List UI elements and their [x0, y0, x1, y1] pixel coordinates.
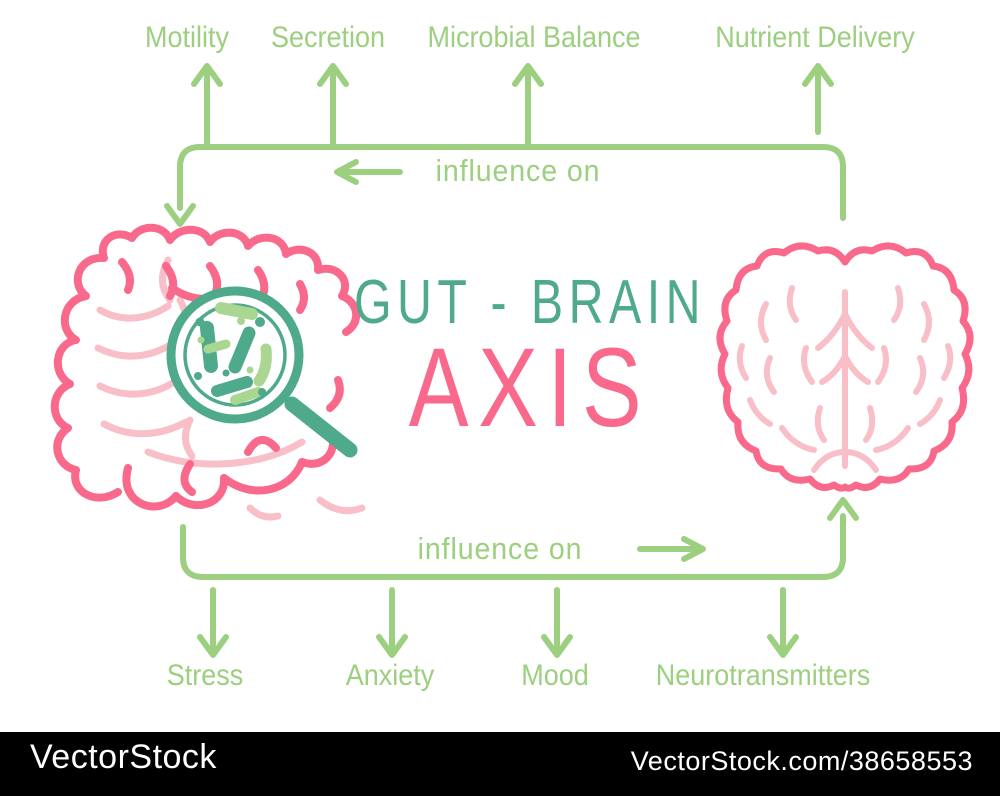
- watermark-bar: [0, 732, 1000, 796]
- label-microbial-balance: Microbial Balance: [427, 21, 641, 54]
- influence-on-bottom-label: influence on: [417, 531, 583, 566]
- magnifier-icon: [166, 286, 358, 458]
- influence-right-arrow-icon: [637, 536, 706, 562]
- label-neurotransmitters: Neurotransmitters: [655, 659, 871, 692]
- arrow-up-secretion-icon: [317, 63, 349, 146]
- arrow-down-mood-icon: [541, 587, 573, 658]
- label-stress: Stress: [166, 659, 244, 692]
- gut-icon: [50, 223, 366, 521]
- top-bracket-brain-to-gut: [164, 144, 846, 227]
- bacteria-icon: [194, 302, 272, 405]
- diagram-title-gut-brain: GUT - BRAIN: [353, 268, 707, 337]
- watermark-url-text: VectorStock.com/38658553: [630, 746, 973, 776]
- watermark-logo-text: VectorStock: [30, 738, 217, 776]
- influence-on-top-label: influence on: [435, 153, 601, 188]
- brain-icon: [716, 242, 974, 492]
- influence-left-arrow-icon: [334, 159, 403, 185]
- label-mood: Mood: [521, 659, 589, 692]
- arrow-down-anxiety-icon: [376, 587, 408, 658]
- label-anxiety: Anxiety: [345, 659, 435, 692]
- bottom-bracket-gut-to-brain: [180, 497, 859, 580]
- arrow-down-neurotransmitters-icon: [767, 587, 799, 658]
- arrow-up-nutrient-delivery-icon: [802, 63, 834, 135]
- label-motility: Motility: [144, 21, 230, 54]
- flow-arrow-icons: [164, 63, 859, 658]
- arrow-up-microbial-balance-icon: [512, 63, 544, 146]
- label-nutrient-delivery: Nutrient Delivery: [715, 21, 915, 54]
- diagram-title-axis: AXIS: [408, 325, 652, 450]
- arrow-down-stress-icon: [197, 587, 229, 658]
- label-secretion: Secretion: [270, 21, 386, 54]
- arrow-up-motility-icon: [191, 63, 223, 146]
